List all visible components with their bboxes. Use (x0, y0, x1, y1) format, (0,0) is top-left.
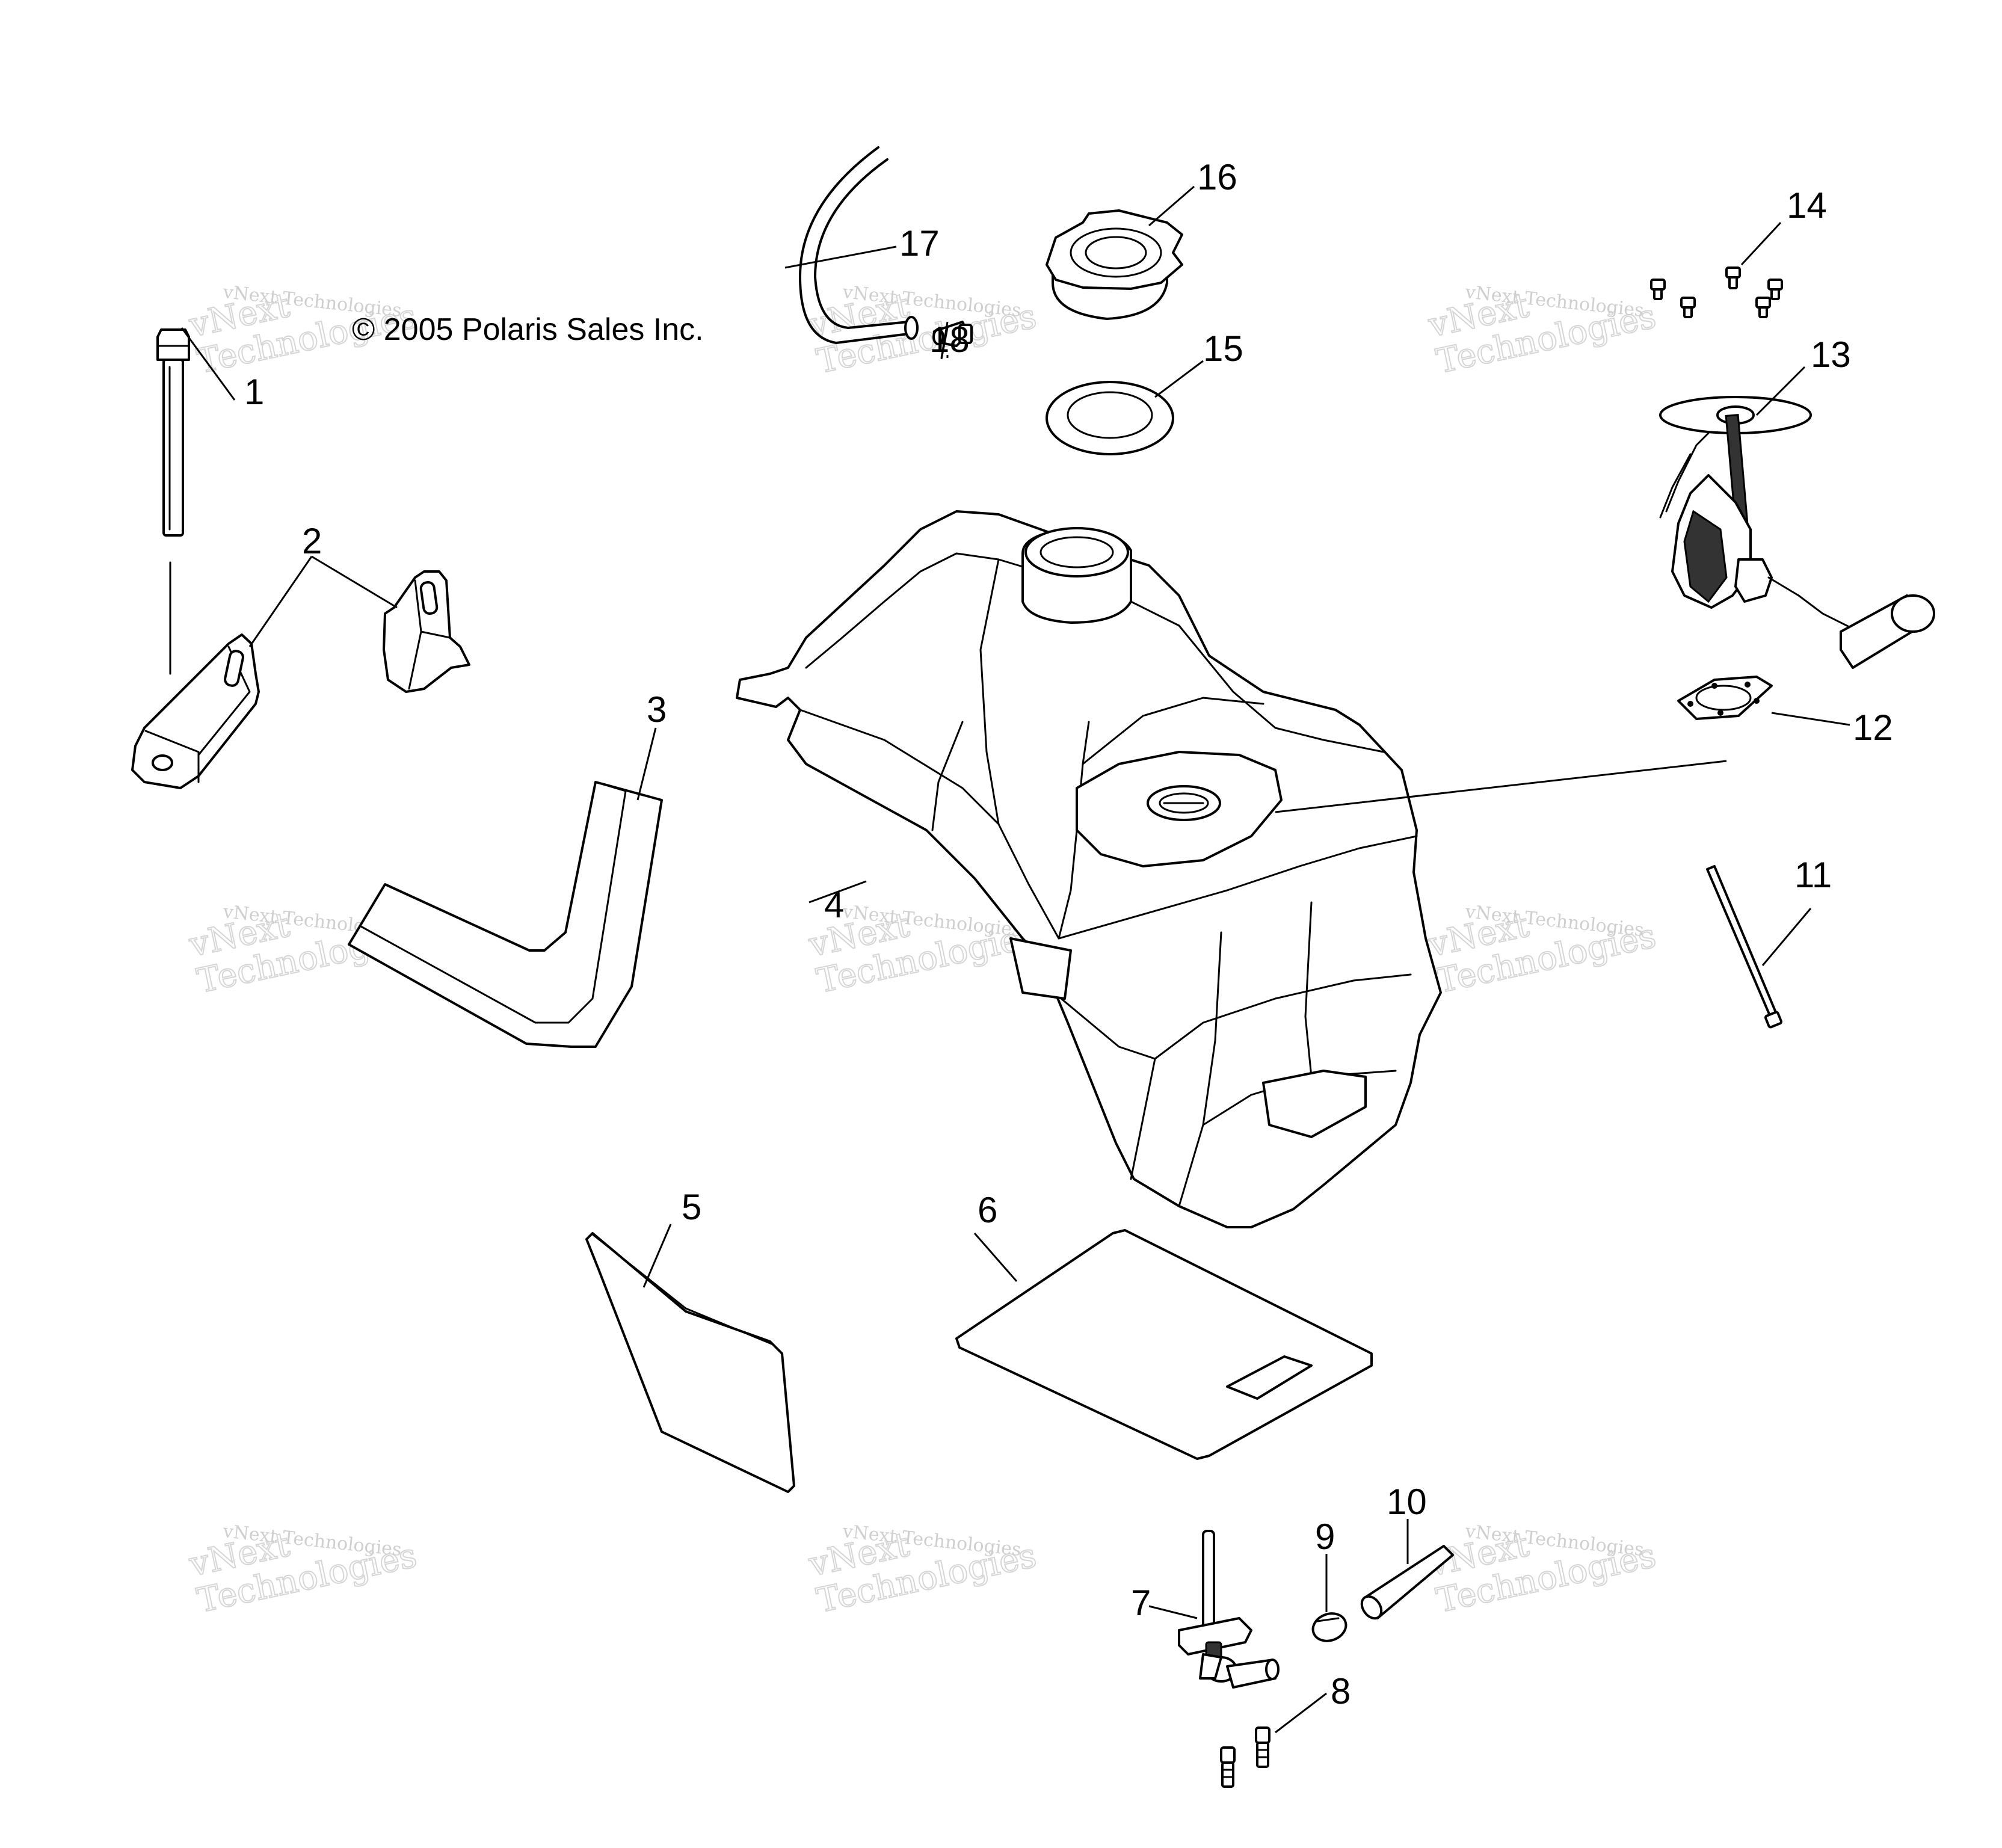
callout-12: 12 (1853, 707, 1893, 748)
watermark-text: vNextTechnologies (185, 1500, 420, 1621)
callout-11: 11 (1794, 855, 1832, 895)
callout-7: 7 (1131, 1583, 1151, 1623)
callout-13: 13 (1811, 334, 1851, 375)
watermark-7: vNextTechnologies vNext Technologies (185, 1500, 420, 1621)
part-8-screws (1220, 1692, 1327, 1788)
watermark-6: vNextTechnologies vNext Technologies (1424, 880, 1660, 1002)
part-12-gasket (1677, 676, 1850, 726)
callouts: 1 2 3 4 5 6 7 8 9 10 11 12 13 14 15 16 1… (244, 157, 1893, 1711)
watermark-9: vNextTechnologies vNext Technologies (1424, 1500, 1660, 1621)
callout-1: 1 (244, 372, 264, 412)
callout-9: 9 (1315, 1517, 1335, 1557)
part-5-pad (585, 1232, 795, 1493)
watermark-text: vNextTechnologies (805, 260, 1040, 381)
watermark-8: vNextTechnologies vNext Technologies (804, 1500, 1040, 1621)
part-7-fuel-valve (1178, 1530, 1280, 1689)
watermark-3: vNextTechnologies vNext Technologies (1424, 260, 1660, 382)
watermark-text: vNextTechnologies (1424, 260, 1659, 381)
callout-5: 5 (682, 1187, 701, 1227)
part-9-clamp (1311, 1554, 1348, 1642)
callout-18: 18 (929, 319, 970, 360)
part-4-fuel-tank (736, 510, 1727, 1228)
part-10-hose (1360, 1519, 1454, 1620)
callout-2: 2 (302, 521, 322, 561)
copyright-text: © 2005 Polaris Sales Inc. (352, 312, 704, 347)
leader-lines (180, 327, 1198, 1619)
part-2-brackets (131, 570, 470, 789)
part-16-fuel-cap (1046, 185, 1195, 320)
watermark-text: vNextTechnologies (1424, 880, 1659, 1001)
callout-17: 17 (899, 223, 940, 263)
callout-4: 4 (824, 885, 844, 925)
part-15-seal-ring (1046, 360, 1204, 455)
watermark-2: vNextTechnologies vNext Technologies (804, 260, 1040, 382)
callout-15: 15 (1203, 328, 1243, 369)
callout-14: 14 (1787, 185, 1827, 226)
part-18-fitting (932, 321, 973, 360)
callout-6: 6 (978, 1190, 997, 1230)
callout-3: 3 (647, 689, 667, 730)
part-11-rod (1706, 865, 1812, 1029)
part-3-strap (348, 781, 663, 1048)
part-13-fuel-sender (1659, 366, 1935, 669)
watermark-text: vNextTechnologies (805, 1500, 1040, 1621)
callout-8: 8 (1331, 1671, 1351, 1711)
callout-16: 16 (1197, 157, 1237, 197)
part-6-plate (955, 1229, 1373, 1460)
part-1-bolt (156, 328, 190, 675)
part-14-screws (1650, 221, 1783, 318)
watermark-1: vNextTechnologies vNext Technologies (185, 282, 420, 382)
watermark-text: vNextTechnologies (1424, 1500, 1659, 1621)
callout-10: 10 (1387, 1482, 1427, 1522)
part-17-vent-hose (784, 146, 919, 344)
